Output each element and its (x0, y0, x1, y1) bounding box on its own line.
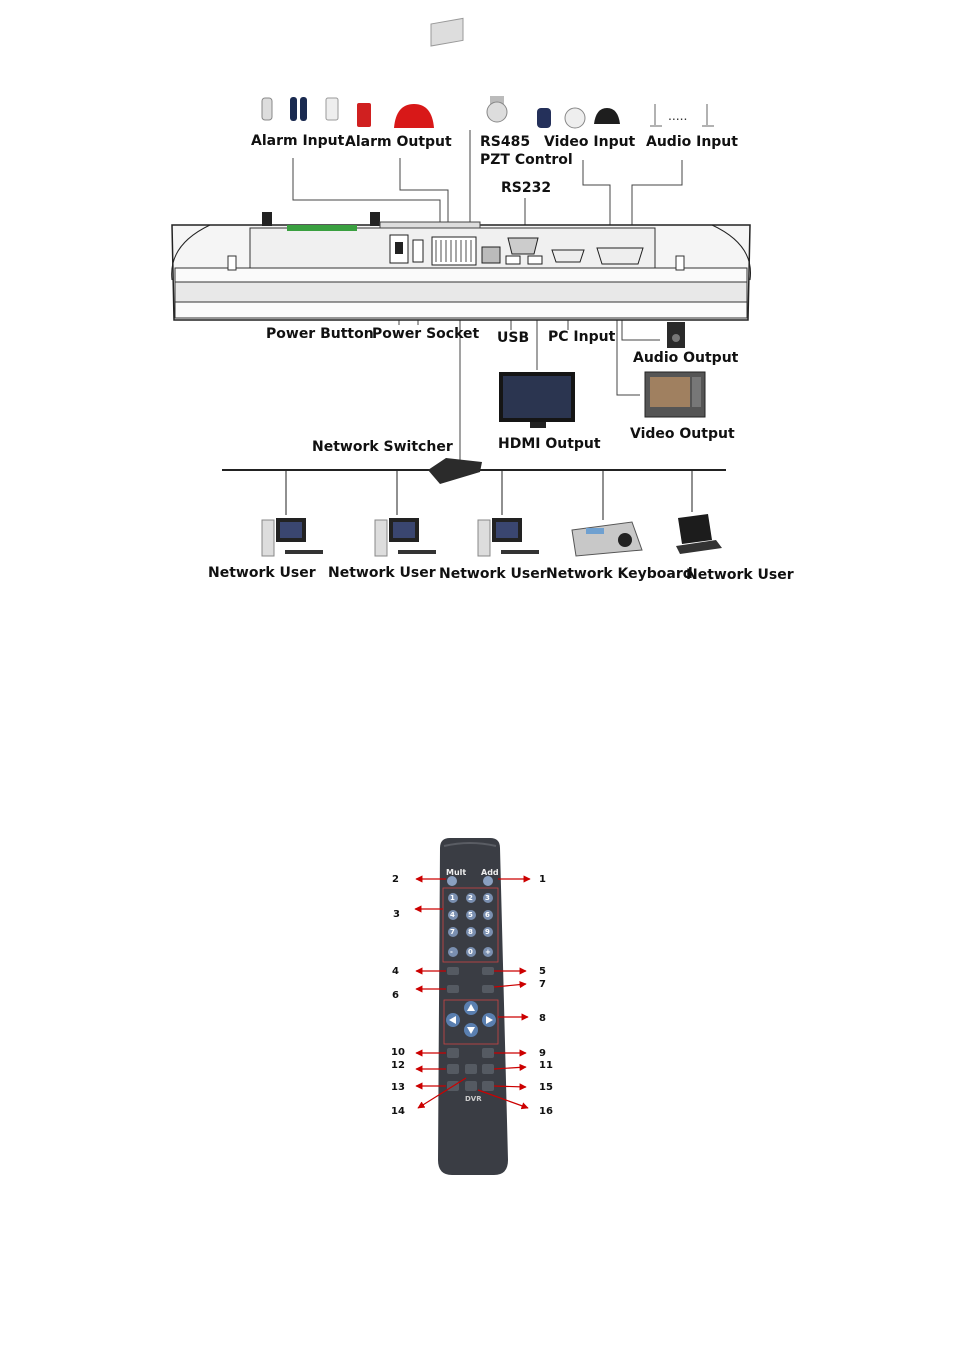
alarm-input-devices (261, 97, 339, 121)
ptz-camera-icon (486, 96, 508, 123)
remote-direction-pad (443, 999, 499, 1045)
keypad-digit: 8 (468, 928, 473, 936)
callout-10: 10 (391, 1047, 405, 1058)
keypad-digit: 6 (485, 911, 490, 919)
callout-8: 8 (539, 1013, 546, 1024)
callout-15: 15 (539, 1082, 553, 1093)
keypad-digit: 9 (485, 928, 490, 936)
keypad-digit: - (450, 948, 453, 956)
power-button-label: Power Button (266, 326, 374, 342)
video-monitor-icon (644, 371, 706, 418)
rs485-label: RS485 (480, 134, 531, 150)
hdmi-tv-icon (499, 372, 575, 428)
svg-text:.....: ..... (668, 107, 687, 123)
network-switch-icon (428, 458, 482, 484)
audio-input-mics: ..... (650, 104, 714, 127)
audio-input-label: Audio Input (646, 134, 738, 150)
remote-mult-label: Mult (446, 868, 467, 877)
keypad-digit: 4 (450, 911, 455, 919)
network-user-label-1: Network User (208, 565, 316, 581)
keypad-digit: 7 (450, 928, 455, 936)
keypad-digit: 5 (468, 911, 473, 919)
callout-5: 5 (539, 966, 546, 977)
network-user-label-4: Network User (686, 567, 794, 583)
rs232-label: RS232 (501, 180, 552, 196)
dvr-rear-panel (171, 212, 752, 321)
callout-2: 2 (392, 874, 399, 885)
network-user-pc-icons (261, 518, 539, 557)
remote-top-buttons (447, 876, 493, 886)
remote-playback-buttons (447, 1048, 494, 1091)
callout-4: 4 (392, 966, 399, 977)
pzt-control-label: PZT Control (480, 152, 573, 168)
alarm-output-devices (357, 17, 464, 128)
keypad-digit: 3 (485, 894, 490, 902)
speaker-icon (667, 322, 685, 348)
audio-output-label: Audio Output (633, 350, 739, 366)
callout-14: 14 (391, 1106, 405, 1117)
hdmi-output-label: HDMI Output (498, 436, 601, 452)
laptop-icon (676, 514, 722, 554)
keypad-digit: 1 (450, 894, 455, 902)
video-output-label: Video Output (630, 426, 735, 442)
callout-3: 3 (393, 909, 400, 920)
callout-7: 7 (539, 979, 546, 990)
remote-dvr-label: DVR (465, 1095, 482, 1103)
callout-16: 16 (539, 1106, 553, 1117)
network-switcher-label: Network Switcher (312, 439, 453, 455)
callout-13: 13 (391, 1082, 405, 1093)
remote-mid-buttons (447, 967, 494, 993)
keypad-digit: 0 (468, 948, 473, 956)
network-user-label-3: Network User (439, 566, 547, 582)
callout-12: 12 (391, 1060, 405, 1071)
pc-input-label: PC Input (548, 329, 616, 345)
network-keyboard-icon (571, 521, 643, 557)
video-input-cameras (537, 107, 620, 129)
network-user-label-2: Network User (328, 565, 436, 581)
network-keyboard-label: Network Keyboard (546, 566, 693, 582)
keypad-digit: + (485, 948, 491, 956)
callout-9: 9 (539, 1048, 546, 1059)
callout-6: 6 (392, 990, 399, 1001)
keypad-digit: 2 (468, 894, 473, 902)
usb-label: USB (497, 330, 530, 346)
alarm-output-label: Alarm Output (345, 134, 452, 150)
alarm-input-label: Alarm Input (251, 133, 345, 149)
callout-11: 11 (539, 1060, 553, 1071)
remote-keypad (442, 887, 499, 963)
power-socket-label: Power Socket (372, 326, 480, 342)
remote-callout-arrows (414, 875, 531, 1110)
remote-add-label: Add (481, 868, 499, 877)
video-input-label: Video Input (544, 134, 636, 150)
callout-1: 1 (539, 874, 546, 885)
